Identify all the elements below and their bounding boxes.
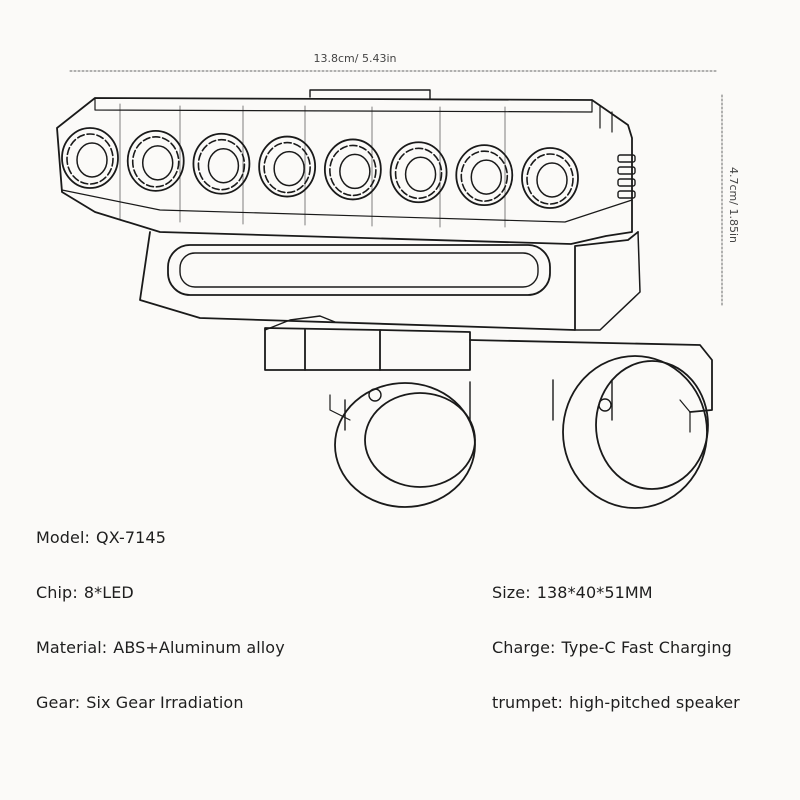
spec-gear-label: Gear:: [36, 693, 81, 712]
spec-model-value: QX-7145: [96, 528, 166, 547]
width-dimension: 13.8cm/ 5.43in: [69, 52, 719, 72]
led-lens: [455, 144, 514, 207]
led-lens: [192, 132, 251, 195]
right-clamp-ring: [552, 355, 709, 509]
led-lens: [258, 135, 317, 198]
cooling-fins: [617, 154, 636, 199]
spec-chip: Chip: 8*LED: [36, 583, 134, 602]
spec-charge-value: Type-C Fast Charging: [561, 638, 732, 657]
led-lens: [389, 141, 448, 204]
height-dimension-label: 4.7cm/ 1.85in: [727, 167, 740, 243]
spec-size-value: 138*40*51MM: [536, 583, 653, 602]
height-dimension: 4.7cm/ 1.85in: [721, 94, 740, 307]
led-lens: [323, 138, 382, 201]
led-lens: [61, 127, 119, 189]
spec-model: Model: QX-7145: [36, 528, 166, 547]
spec-chip-label: Chip:: [36, 583, 78, 602]
product-line-drawing: 13.8cm/ 5.43in 4.7cm/ 1.85in: [56, 52, 740, 509]
spec-size: Size: 138*40*51MM: [492, 583, 653, 602]
light-head: [56, 89, 633, 245]
left-clamp-ring: [329, 381, 476, 508]
spec-charge: Charge: Type-C Fast Charging: [492, 638, 732, 657]
tail-light-strip: [167, 244, 551, 296]
spec-size-label: Size:: [492, 583, 531, 602]
spec-material: Material: ABS+Aluminum alloy: [36, 638, 285, 657]
lower-body: [139, 231, 641, 331]
spec-gear: Gear: Six Gear Irradiation: [36, 693, 244, 712]
spec-charge-label: Charge:: [492, 638, 556, 657]
spec-chip-value: 8*LED: [83, 583, 134, 602]
led-lens: [521, 147, 579, 209]
spec-gear-value: Six Gear Irradiation: [86, 693, 244, 712]
width-dimension-label: 13.8cm/ 5.43in: [314, 52, 397, 65]
spec-material-value: ABS+Aluminum alloy: [113, 638, 285, 657]
spec-model-label: Model:: [36, 528, 91, 547]
spec-trumpet-value: high-pitched speaker: [569, 693, 740, 712]
mount-bracket: [264, 315, 713, 413]
spec-material-label: Material:: [36, 638, 108, 657]
spec-trumpet: trumpet: high-pitched speaker: [492, 693, 740, 712]
led-lens-row: [61, 127, 579, 209]
led-lens: [126, 129, 185, 192]
spec-trumpet-label: trumpet:: [492, 693, 564, 712]
